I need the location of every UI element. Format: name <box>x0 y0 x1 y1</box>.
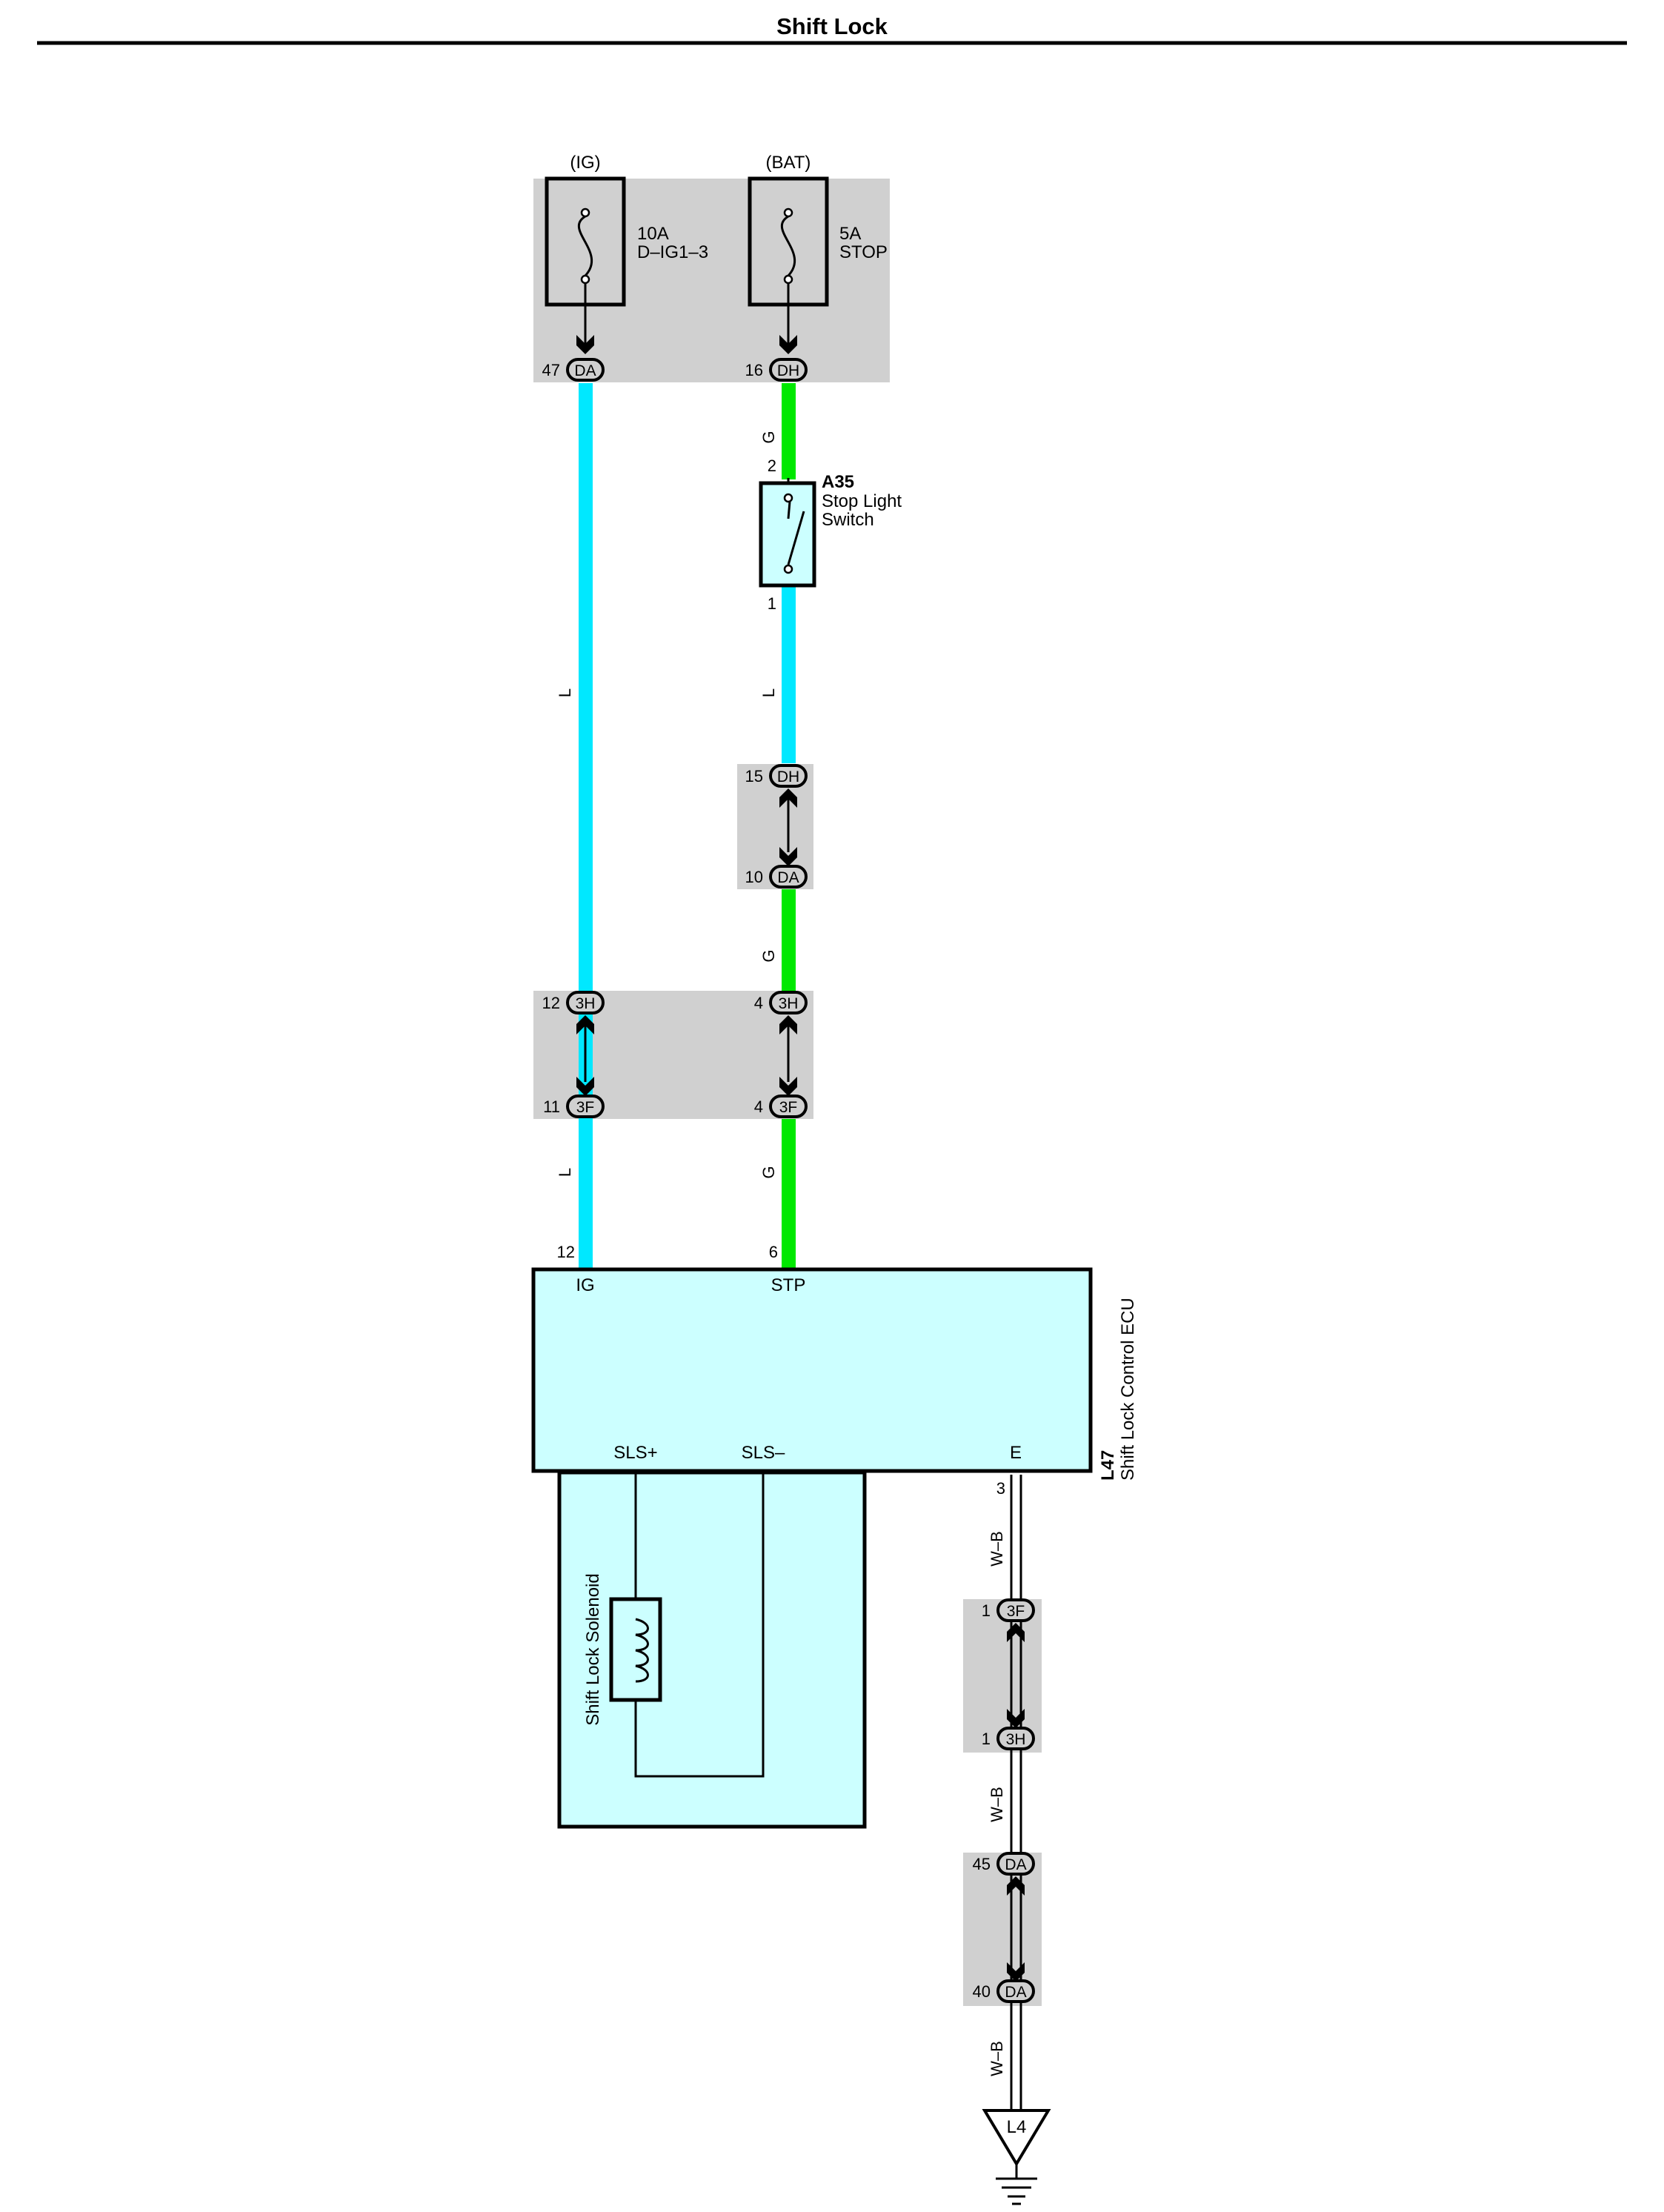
wire-l-stop <box>782 585 796 763</box>
connector-da-47: DA 47 <box>542 358 605 382</box>
connector-code: DA <box>1005 1856 1026 1873</box>
connector-pin: 4 <box>754 1097 763 1116</box>
connector-pair-3h-3f-ig <box>576 1015 594 1096</box>
wire-l-ig <box>579 383 593 1272</box>
connector-pin: 15 <box>745 767 763 786</box>
ground-point-l4: L4 <box>982 2109 1051 2205</box>
connector-pin: 16 <box>745 361 763 379</box>
connector-3f-4: 3F 4 <box>754 1095 808 1118</box>
connector-3f-1: 3F 1 <box>982 1598 1035 1622</box>
switch-name-line1: Stop Light <box>822 491 902 511</box>
connector-code: DA <box>574 362 596 379</box>
connector-pin: 10 <box>745 868 763 886</box>
connector-code: 3H <box>576 995 596 1012</box>
wire-label-wb-2: W–B <box>988 1787 1006 1822</box>
ground-icon <box>996 2177 1037 2205</box>
wire-label-l-ig-lower: L <box>556 1168 574 1177</box>
fuse-block-box <box>533 179 890 382</box>
fuse-d-ig1-3 <box>545 176 626 348</box>
switch-code: A35 <box>822 472 854 492</box>
connector-pair-dh-da <box>779 788 797 866</box>
connector-code: DH <box>777 768 799 786</box>
ecu-terminal-sls-minus: SLS– <box>742 1443 785 1463</box>
connector-pin: 1 <box>982 1730 991 1748</box>
connector-pin: 40 <box>973 1982 991 2001</box>
junction-box-3f-3h-ground <box>963 1599 1042 1753</box>
junction-box-da-ground <box>963 1853 1042 2006</box>
ecu-terminal-e: E <box>1010 1443 1022 1463</box>
connector-code: 3H <box>779 995 799 1012</box>
ecu-terminal-sls-plus: SLS+ <box>613 1443 657 1463</box>
fuse-rating-5a: 5A <box>839 224 861 244</box>
fuse-rating-10a: 10A <box>637 224 669 244</box>
solenoid-name: Shift Lock Solenoid <box>583 1573 603 1725</box>
fuse-name-stop: STOP <box>839 242 888 262</box>
wire-label-l-ig-upper: L <box>556 688 574 697</box>
ecu-code: L47 <box>1098 1450 1118 1481</box>
connector-pin: 12 <box>542 994 560 1012</box>
connector-da-40: DA 40 <box>973 1979 1035 2003</box>
connector-pin: 11 <box>543 1097 560 1116</box>
wire-label-wb-3: W–B <box>988 2041 1006 2076</box>
connector-code: 3F <box>779 1099 798 1116</box>
connector-dh-16: DH 16 <box>745 358 808 382</box>
connector-code: 3H <box>1006 1731 1026 1748</box>
wires <box>579 383 1022 2110</box>
switch-pin-bottom: 1 <box>768 594 776 613</box>
connector-da-45: DA 45 <box>973 1852 1035 1876</box>
ecu-pin-stp: 6 <box>769 1243 778 1261</box>
connector-pin: 45 <box>973 1855 991 1873</box>
connector-3f-11: 3F 11 <box>543 1095 605 1118</box>
fuse-source-ig: (IG) <box>570 153 600 173</box>
fuse-name-d-ig1-3: D–IG1–3 <box>637 242 708 262</box>
connector-pair-3f-3h-ground <box>1007 1623 1025 1728</box>
wire-g-stop-middle <box>782 889 796 991</box>
shift-lock-solenoid-assembly <box>557 1470 867 1829</box>
connector-code: DH <box>777 362 799 379</box>
wire-label-g-stop-1: G <box>759 431 778 443</box>
connector-pair-3h-3f-stp <box>779 1015 797 1096</box>
ground-triangle <box>982 2109 1051 2167</box>
connector-pin: 1 <box>982 1601 991 1620</box>
coil-icon <box>635 1618 649 1683</box>
wire-g-stop-upper <box>782 383 796 479</box>
switch-name-line2: Switch <box>822 510 874 530</box>
arrow-chevron-fuse-ig <box>576 335 594 354</box>
fuse-source-bat: (BAT) <box>766 153 811 173</box>
connector-3h-1: 3H 1 <box>982 1727 1035 1750</box>
connector-3h-4: 3H 4 <box>754 991 808 1014</box>
connector-dh-15: DH 15 <box>745 764 808 788</box>
ecu-pin-e: 3 <box>996 1479 1005 1498</box>
ecu-terminal-stp: STP <box>771 1275 806 1295</box>
stop-light-switch <box>759 478 816 588</box>
connector-code: DA <box>1005 1984 1026 2001</box>
wire-wb-ground <box>1010 1475 1022 2110</box>
ecu-pin-ig: 12 <box>557 1243 575 1261</box>
connector-pin: 47 <box>542 361 560 379</box>
connector-code: 3F <box>1007 1603 1025 1620</box>
wire-label-wb-1: W–B <box>988 1531 1006 1567</box>
connector-code: 3F <box>576 1099 595 1116</box>
shift-lock-control-ecu <box>531 1267 1093 1473</box>
connector-code: DA <box>777 869 799 886</box>
fuse-stop <box>748 176 829 348</box>
switch-pin-top: 2 <box>768 456 776 475</box>
ground-code: L4 <box>1007 2117 1027 2137</box>
wire-label-l-stop: L <box>759 688 778 697</box>
page-title: Shift Lock <box>776 13 888 39</box>
connector-da-10: DA 10 <box>745 865 808 889</box>
wire-label-g-stop-3: G <box>759 1166 778 1178</box>
ecu-terminal-ig: IG <box>576 1275 594 1295</box>
connector-3h-12: 3H 12 <box>542 991 605 1014</box>
wire-label-g-stop-2: G <box>759 949 778 962</box>
connector-pin: 4 <box>754 994 763 1012</box>
arrow-chevron-fuse-bat <box>779 335 797 354</box>
connector-pair-da-ground <box>1007 1876 1025 1982</box>
ecu-name: Shift Lock Control ECU <box>1118 1298 1138 1481</box>
wire-g-stop-lower <box>782 1119 796 1272</box>
